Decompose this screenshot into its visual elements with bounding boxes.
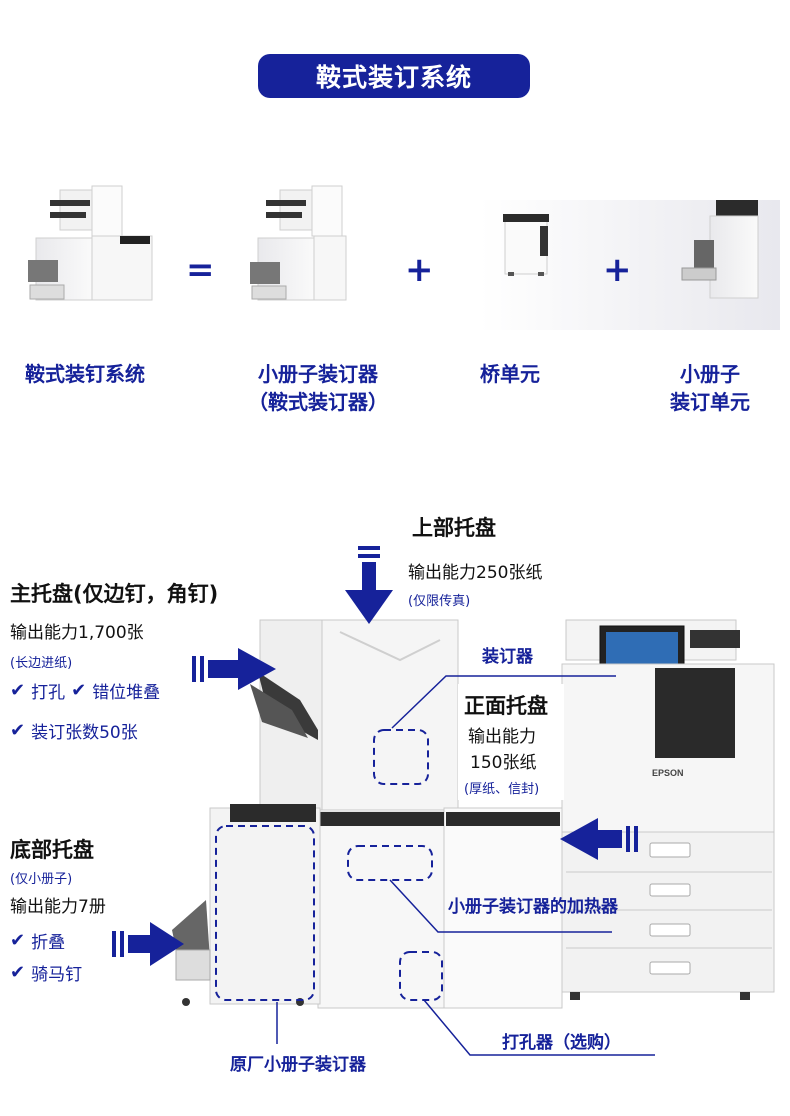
check-icon: ✔ <box>10 680 26 701</box>
check-icon: ✔ <box>10 720 26 741</box>
main-tray-capacity: 输出能力1,700张 <box>10 623 144 643</box>
label-saddle-system: 鞍式装钉系统 <box>0 360 170 388</box>
face-tray-note: (厚纸、信封) <box>464 782 540 797</box>
check-icon: ✔ <box>10 930 26 951</box>
arrow-upper-tray <box>345 546 393 624</box>
arrow-bottom-tray <box>112 922 184 966</box>
page-title: 鞍式装订系统 <box>258 54 530 98</box>
face-tray-panel <box>458 684 564 800</box>
main-tray-feature-list-2: ✔ 装订张数50张 <box>10 718 138 743</box>
bottom-tray-feature-fold: 折叠 <box>31 933 66 953</box>
punch-leader <box>423 999 655 1056</box>
label-saddle-system-line1: 鞍式装钉系统 <box>25 362 145 386</box>
label-booklet-unit-line2: 装订单元 <box>670 390 750 414</box>
label-bridge-unit-line1: 桥单元 <box>480 362 540 386</box>
check-icon: ✔ <box>10 962 26 983</box>
stapler-leader <box>391 675 616 729</box>
bottom-tray-capacity: 输出能力7册 <box>10 897 106 917</box>
main-tray-title: 主托盘(仅边钉，角钉) <box>10 582 219 606</box>
heater-leader <box>389 879 612 933</box>
label-booklet-unit: 小册子 装订单元 <box>640 360 780 416</box>
arrow-face-tray <box>560 818 638 860</box>
main-tray-feature-list: ✔ 打孔 ✔ 错位堆叠 <box>10 678 160 703</box>
bottom-tray-feature-saddle-row: ✔ 骑马钉 <box>10 960 82 985</box>
equals-sign: = <box>186 250 215 290</box>
booklet-unit-image <box>681 200 759 299</box>
main-tray-feature-punch: 打孔 <box>31 683 66 703</box>
label-booklet-unit-line1: 小册子 <box>680 362 740 386</box>
upper-tray-note: (仅限传真) <box>408 594 471 609</box>
arrow-main-tray <box>192 648 276 690</box>
saddle-system-image <box>28 185 153 301</box>
face-tray-line2: 150张纸 <box>470 753 537 773</box>
plus-sign-2: + <box>603 250 632 290</box>
face-tray-line1: 输出能力 <box>468 727 536 747</box>
main-tray-note: (长边进纸) <box>10 656 73 671</box>
label-booklet-finisher: 小册子装订器 （鞍式装订器） <box>218 360 418 416</box>
upper-tray-capacity: 输出能力250张纸 <box>408 563 543 583</box>
booklet-finisher-image <box>250 185 347 301</box>
check-icon: ✔ <box>71 680 87 701</box>
bottom-tray-feature-fold-row: ✔ 折叠 <box>10 928 65 953</box>
punch-region <box>399 951 443 1001</box>
brand-logo: EPSON <box>652 768 684 778</box>
heater-label: 小册子装订器的加热器 <box>448 897 618 917</box>
main-tray-feature-staple-count: 装订张数50张 <box>31 723 138 743</box>
face-tray-title: 正面托盘 <box>464 694 548 718</box>
printer-body <box>561 619 775 1000</box>
heater-region <box>347 845 433 881</box>
finisher-upper <box>250 619 459 811</box>
bridge-unit-image <box>503 214 549 276</box>
label-booklet-finisher-line2: （鞍式装订器） <box>248 390 388 414</box>
label-booklet-finisher-line1: 小册子装订器 <box>258 362 378 386</box>
main-tray-feature-offset: 错位堆叠 <box>92 683 161 703</box>
stapler-region <box>373 729 429 785</box>
booklet-finisher-label: 原厂小册子装订器 <box>230 1055 366 1075</box>
finisher-lower <box>172 804 563 1009</box>
bottom-tray-note: (仅小册子) <box>10 872 73 887</box>
bottom-tray-title: 底部托盘 <box>10 838 94 862</box>
bottom-tray-feature-saddle: 骑马钉 <box>31 965 83 985</box>
punch-label: 打孔器（选购） <box>502 1033 621 1053</box>
plus-sign-1: + <box>405 250 434 290</box>
stapler-label: 装订器 <box>482 647 533 667</box>
booklet-finisher-region <box>215 825 315 1001</box>
label-bridge-unit: 桥单元 <box>450 360 570 388</box>
upper-tray-title: 上部托盘 <box>412 516 496 540</box>
